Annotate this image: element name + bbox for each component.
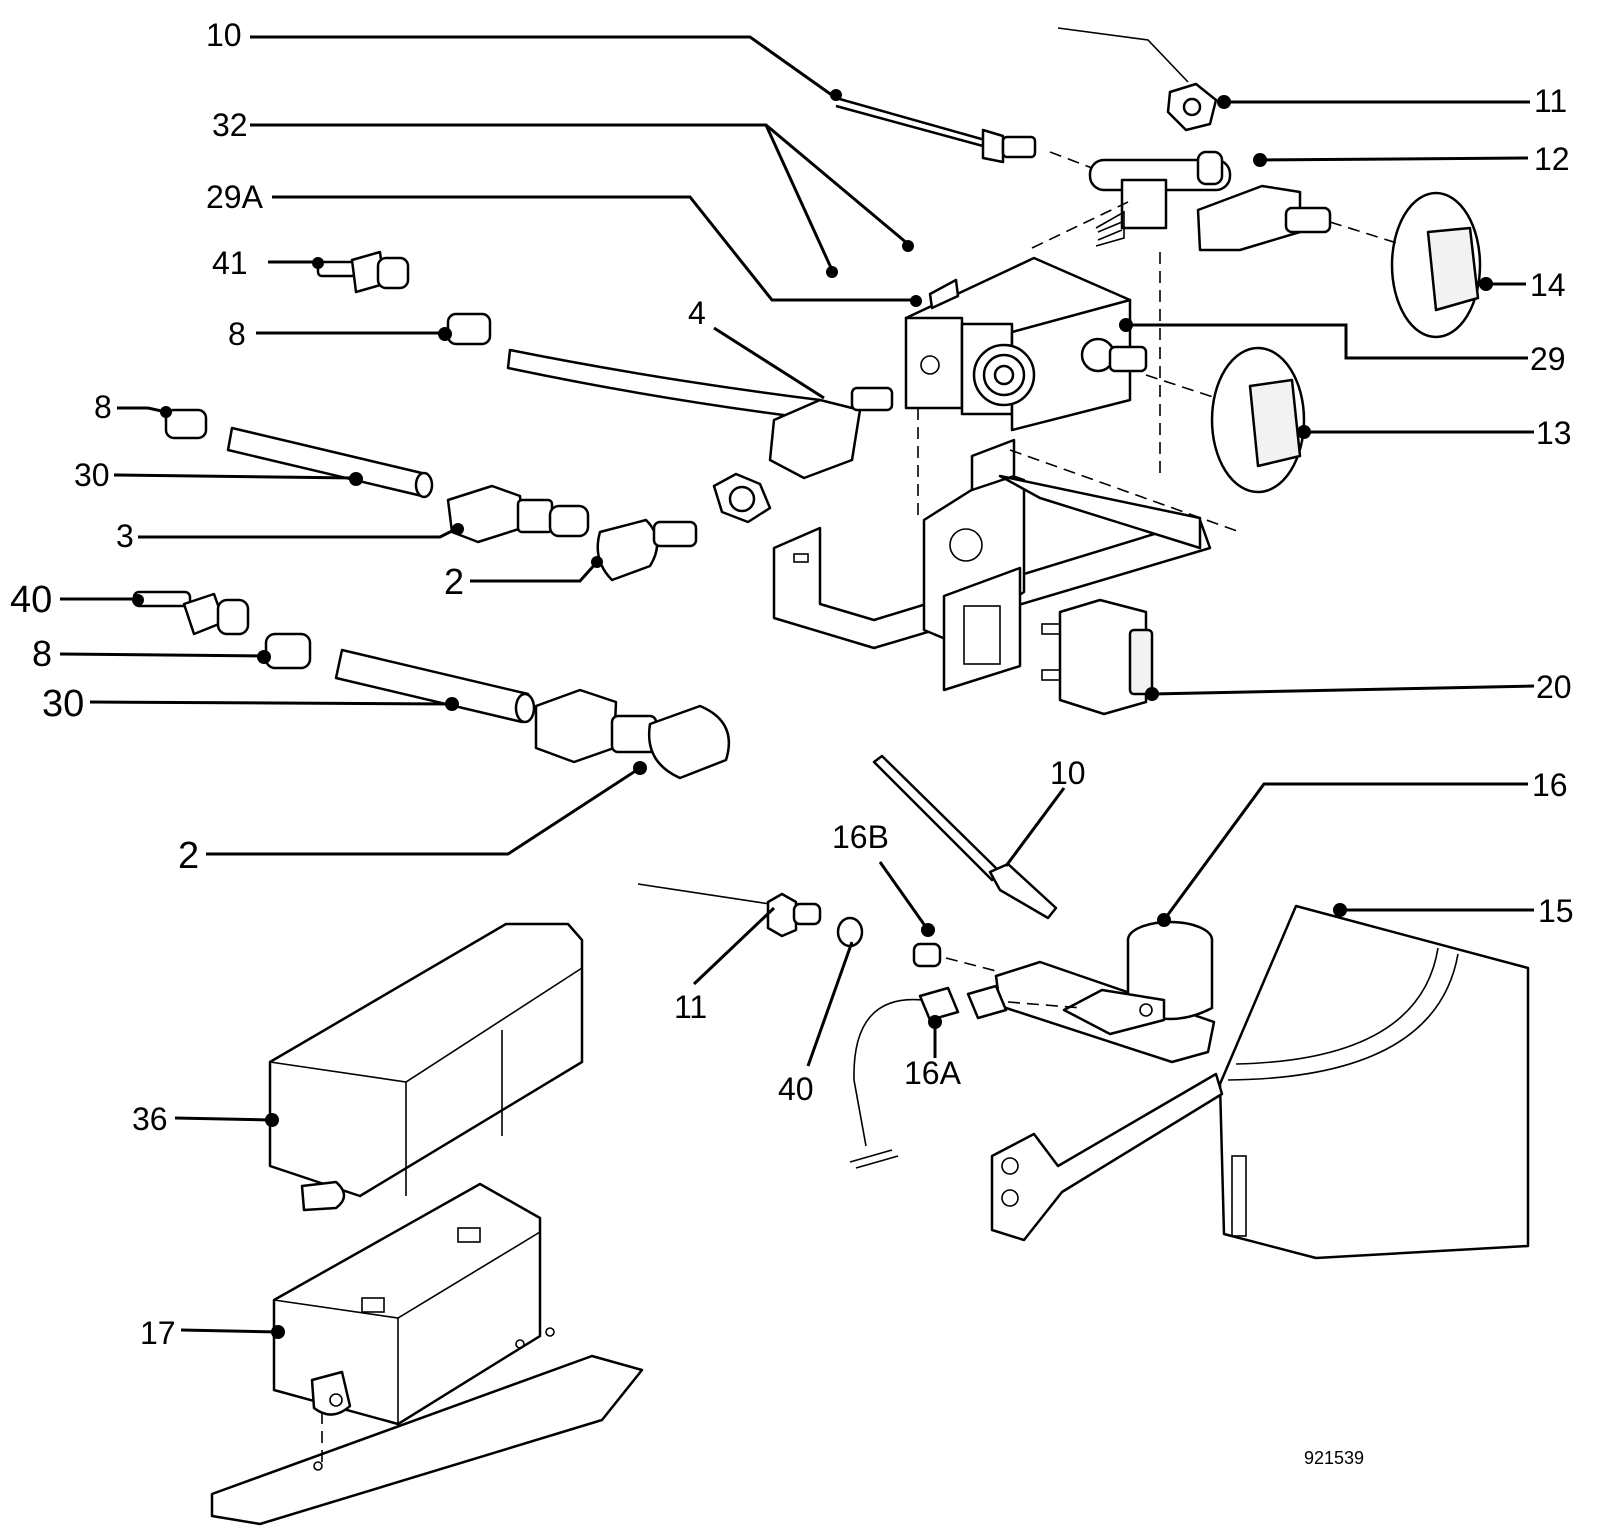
callout-40-a: 40	[10, 579, 52, 621]
part-3-connector	[446, 484, 590, 544]
callout-16B: 16B	[832, 819, 889, 855]
callout-10-top: 10	[206, 17, 242, 53]
part-30-tube-b	[334, 648, 536, 724]
part-13-knob	[1210, 346, 1306, 494]
callout-40-b: 40	[778, 1071, 814, 1107]
part-15-shield	[990, 904, 1530, 1260]
callout-labels: 10 32 29A 41 8 4 8 30 3 2 40 8 30 2 11 1…	[10, 17, 1574, 1468]
part-41-fitting	[316, 250, 410, 294]
callout-36: 36	[132, 1101, 168, 1137]
drawing-code: 921539	[1304, 1448, 1364, 1468]
part-4-hose	[506, 348, 894, 480]
callout-16A: 16A	[904, 1055, 962, 1091]
part-10-thermocouple-top	[835, 96, 1037, 164]
part-20-bracket-switch	[772, 438, 1212, 716]
callout-11-top: 11	[1534, 83, 1567, 119]
callout-20: 20	[1536, 669, 1572, 705]
part-14-knob	[1390, 191, 1482, 339]
callout-12: 12	[1534, 141, 1570, 177]
callout-dots	[132, 89, 1493, 1339]
callout-15: 15	[1538, 893, 1574, 929]
leader-lines	[59, 35, 1535, 1334]
part-8-cap-c	[264, 632, 312, 670]
callout-41: 41	[212, 245, 248, 281]
callout-29A: 29A	[206, 179, 264, 215]
callout-30-b: 30	[42, 683, 84, 725]
callout-10-mid: 10	[1050, 755, 1086, 791]
callout-14: 14	[1530, 267, 1566, 303]
part-8-cap-b	[164, 408, 208, 440]
callout-13: 13	[1536, 415, 1572, 451]
part-2-elbow-b	[534, 688, 731, 780]
callout-29: 29	[1530, 341, 1566, 377]
part-2-elbow-a	[596, 518, 698, 582]
part-8-cap-a	[446, 312, 492, 346]
callout-3: 3	[116, 518, 134, 554]
callout-30-a: 30	[74, 457, 110, 493]
callout-11-mid: 11	[674, 989, 707, 1025]
callout-8-c: 8	[32, 633, 52, 674]
part-30-tube-a	[226, 426, 434, 499]
part-36-cover	[268, 922, 584, 1212]
callout-17: 17	[140, 1315, 176, 1351]
callout-2-a: 2	[444, 561, 464, 602]
part-40-washer	[836, 916, 864, 948]
part-10-probe	[872, 754, 1058, 920]
part-hex-nut	[712, 472, 772, 524]
callout-4: 4	[688, 295, 706, 331]
alignment-lines	[321, 151, 1401, 1466]
part-29-solenoid	[904, 256, 1148, 432]
callout-32: 32	[212, 107, 248, 143]
callout-8-b: 8	[94, 389, 112, 425]
callout-8-a: 8	[228, 316, 246, 352]
part-17-igniter-module	[210, 1182, 644, 1526]
callout-2-b: 2	[178, 835, 199, 877]
part-16B-nut	[912, 942, 942, 968]
callout-16: 16	[1532, 767, 1568, 803]
part-40-fitting-a	[132, 590, 250, 636]
part-16-igniter-bracket	[994, 920, 1216, 1064]
part-12-gas-valve	[1088, 150, 1332, 252]
part-11-wire-nut-top	[1057, 27, 1218, 132]
part-16A-cable	[849, 984, 1008, 1169]
part-11-wire-nut-mid	[637, 883, 822, 938]
